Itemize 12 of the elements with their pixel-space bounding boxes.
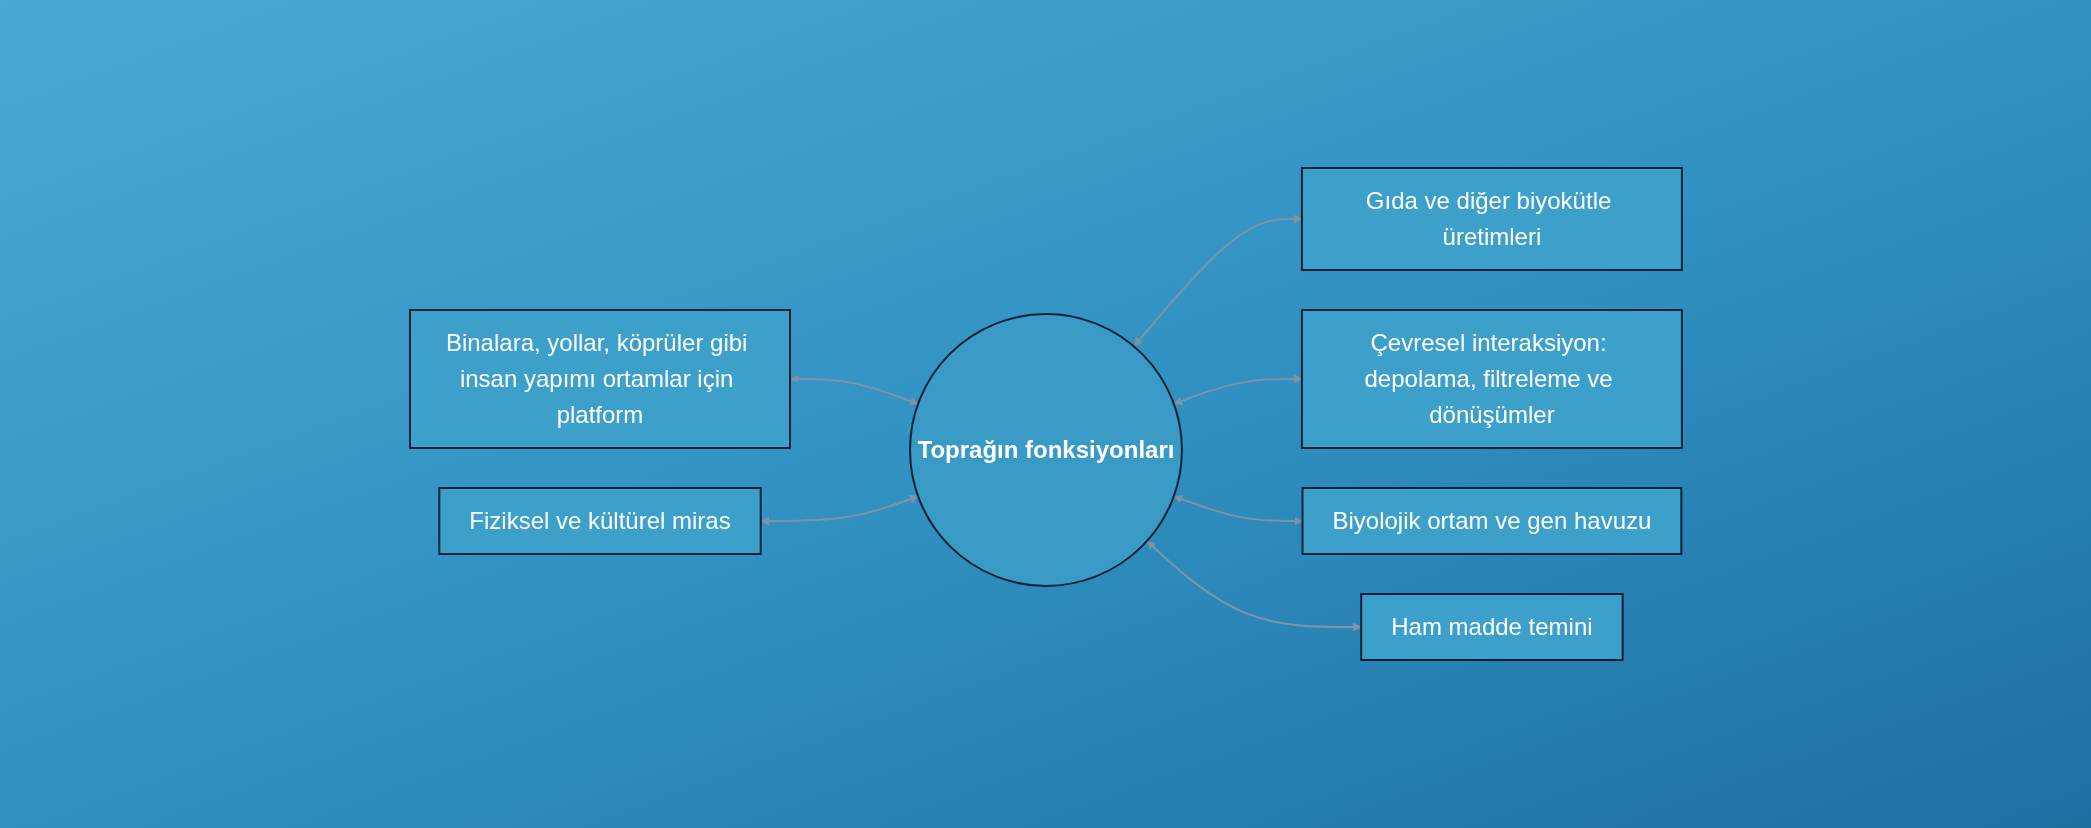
arrow: [1173, 374, 1302, 405]
node-box: Ham madde temini: [1359, 593, 1624, 661]
node-box: Çevresel interaksiyon: depolama, filtreleme ve dönüşümler: [1300, 309, 1683, 449]
node-circle: Toprağın fonksiyonları: [908, 313, 1183, 587]
arrow: [1173, 495, 1303, 526]
arrow: [1133, 214, 1302, 347]
node-box: Fiziksel ve kültürel miras: [437, 487, 762, 555]
node-box: Biyolojik ortam ve gen havuzu: [1301, 487, 1682, 555]
node-box: Binalara, yollar, köprüler gibi insan yapımı ortamlar için platform: [408, 309, 791, 449]
arrow: [789, 374, 919, 406]
node-box: Gıda ve diğer biyokütle üretimleri: [1300, 167, 1683, 271]
arrow: [760, 494, 919, 526]
